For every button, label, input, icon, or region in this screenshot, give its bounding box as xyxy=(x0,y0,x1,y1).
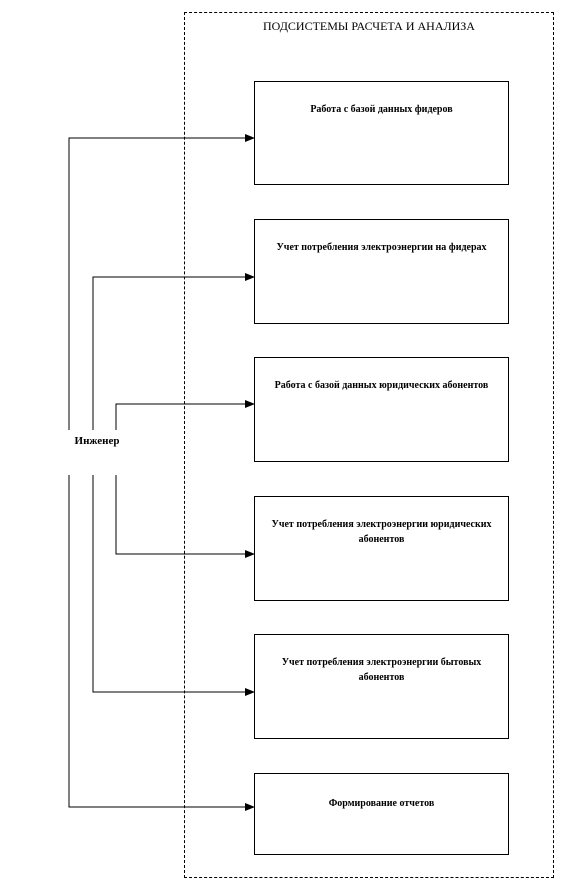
connector-to-box-6 xyxy=(68,475,255,811)
subsystems-frame xyxy=(184,12,554,878)
box-label: Формирование отчетов xyxy=(328,798,435,809)
box-legal-subscribers-consumption: Учет потребления электроэнергии юридичес… xyxy=(254,496,509,601)
connector-to-box-4 xyxy=(115,475,255,558)
box-label: Учет потребления электроэнергии бытовых … xyxy=(281,657,482,683)
box-feeder-consumption: Учет потребления электроэнергии на фидер… xyxy=(254,219,509,324)
connector-to-box-2 xyxy=(92,273,255,430)
box-feeder-database: Работа с базой данных фидеров xyxy=(254,81,509,185)
actor-engineer: Инженер xyxy=(58,432,136,450)
box-legal-subscribers-database: Работа с базой данных юридических абонен… xyxy=(254,357,509,462)
box-label: Учет потребления электроэнергии на фидер… xyxy=(276,242,487,253)
box-label: Учет потребления электроэнергии юридичес… xyxy=(271,519,492,545)
box-label: Работа с базой данных юридических абонен… xyxy=(274,380,489,391)
connector-to-box-5 xyxy=(92,475,255,696)
connector-to-box-1 xyxy=(68,134,255,430)
connector-to-box-3 xyxy=(115,400,255,430)
frame-title: ПОДСИСТЕМЫ РАСЧЕТА И АНАЛИЗА xyxy=(263,19,475,33)
box-household-subscribers-consumption: Учет потребления электроэнергии бытовых … xyxy=(254,634,509,739)
box-label: Работа с базой данных фидеров xyxy=(310,104,453,115)
box-report-generation: Формирование отчетов xyxy=(254,773,509,855)
